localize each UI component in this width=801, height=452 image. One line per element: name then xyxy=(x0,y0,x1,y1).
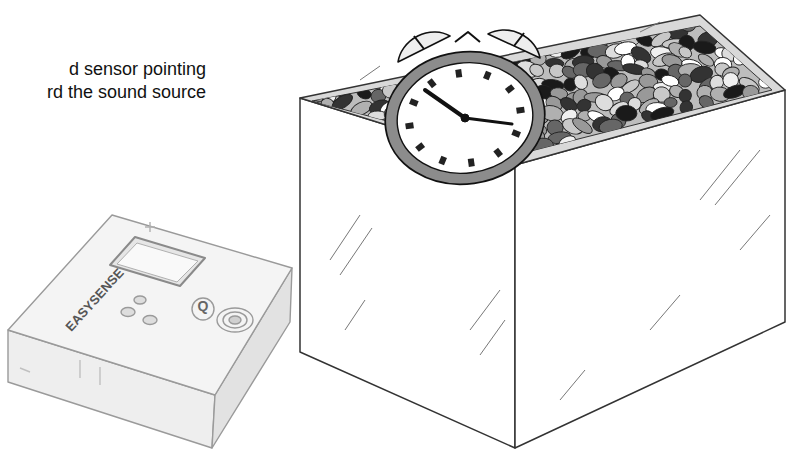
alarm-clock xyxy=(377,30,554,195)
data-logger xyxy=(8,215,292,448)
callout-text: d sensor pointing rd the sound source xyxy=(44,58,206,103)
hour-mark xyxy=(505,84,515,94)
hour-mark xyxy=(516,107,525,114)
pebble xyxy=(733,53,747,66)
hour-mark xyxy=(427,78,437,88)
hour-mark xyxy=(415,142,425,152)
pebble xyxy=(356,87,373,101)
hour-mark xyxy=(409,98,419,107)
pebble xyxy=(758,76,772,89)
pebble xyxy=(649,105,675,123)
pebble xyxy=(678,99,695,117)
pebble xyxy=(680,17,697,32)
hour-mark xyxy=(493,148,503,158)
pebble xyxy=(615,105,637,122)
hour-mark xyxy=(438,156,447,166)
pebble xyxy=(570,115,595,137)
hour-mark xyxy=(405,122,414,129)
hour-mark xyxy=(455,69,462,78)
glass-box xyxy=(300,15,785,448)
pebble xyxy=(678,73,692,87)
hour-mark xyxy=(468,158,475,167)
pebble xyxy=(598,117,623,135)
logo-letter: Q xyxy=(193,298,213,316)
pebble xyxy=(664,97,678,108)
pebble xyxy=(742,85,759,101)
pebble xyxy=(692,40,717,56)
pebble xyxy=(697,93,716,111)
pebble xyxy=(590,70,613,91)
pebble xyxy=(557,134,577,150)
hour-mark xyxy=(483,71,492,81)
hour-mark xyxy=(511,129,521,138)
